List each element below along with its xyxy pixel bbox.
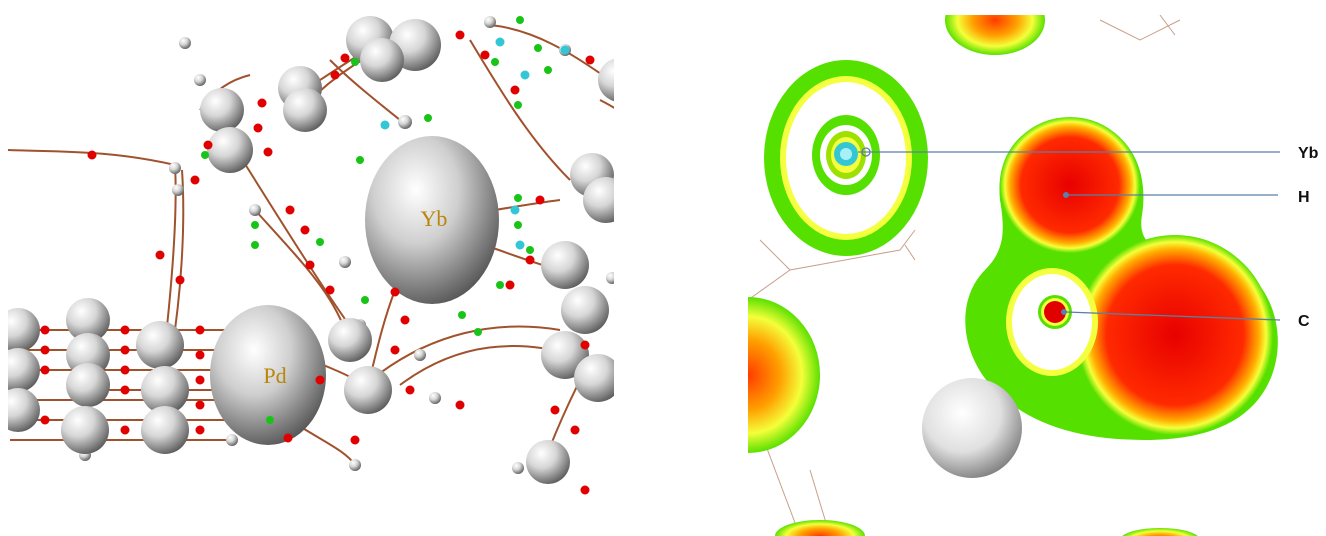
metal-atoms: Yb Pd: [210, 136, 499, 445]
yb-atom: [365, 136, 499, 304]
c-leader-line: [1065, 311, 1281, 321]
pd-atom-label: Pd: [263, 363, 286, 388]
top-contour-blob: [945, 15, 1045, 55]
h-label: H: [1298, 189, 1310, 206]
leader-dots: [861, 147, 1069, 315]
h-c-contour-region: [965, 117, 1278, 440]
cage-critical-points: [380, 37, 570, 250]
ring-critical-points: [201, 16, 552, 424]
leader-lines: [858, 151, 1281, 321]
c-label: C: [1298, 313, 1310, 330]
yb-label: Yb: [1298, 145, 1319, 162]
carbon-atoms: [8, 16, 614, 484]
molecular-graph-panel: Yb Pd: [8, 16, 614, 495]
grey-atom-sphere: [922, 378, 1022, 478]
pd-atom: [210, 305, 326, 445]
bottom-contour-blob: [775, 520, 865, 536]
bond-critical-points: [40, 30, 595, 495]
left-edge-contour: [748, 297, 820, 453]
bottom-right-contour-blob: [1122, 528, 1198, 536]
yb-contour-rings: [764, 60, 928, 256]
electron-density-contour-panel: [748, 15, 1278, 536]
yb-atom-label: Yb: [421, 206, 448, 231]
